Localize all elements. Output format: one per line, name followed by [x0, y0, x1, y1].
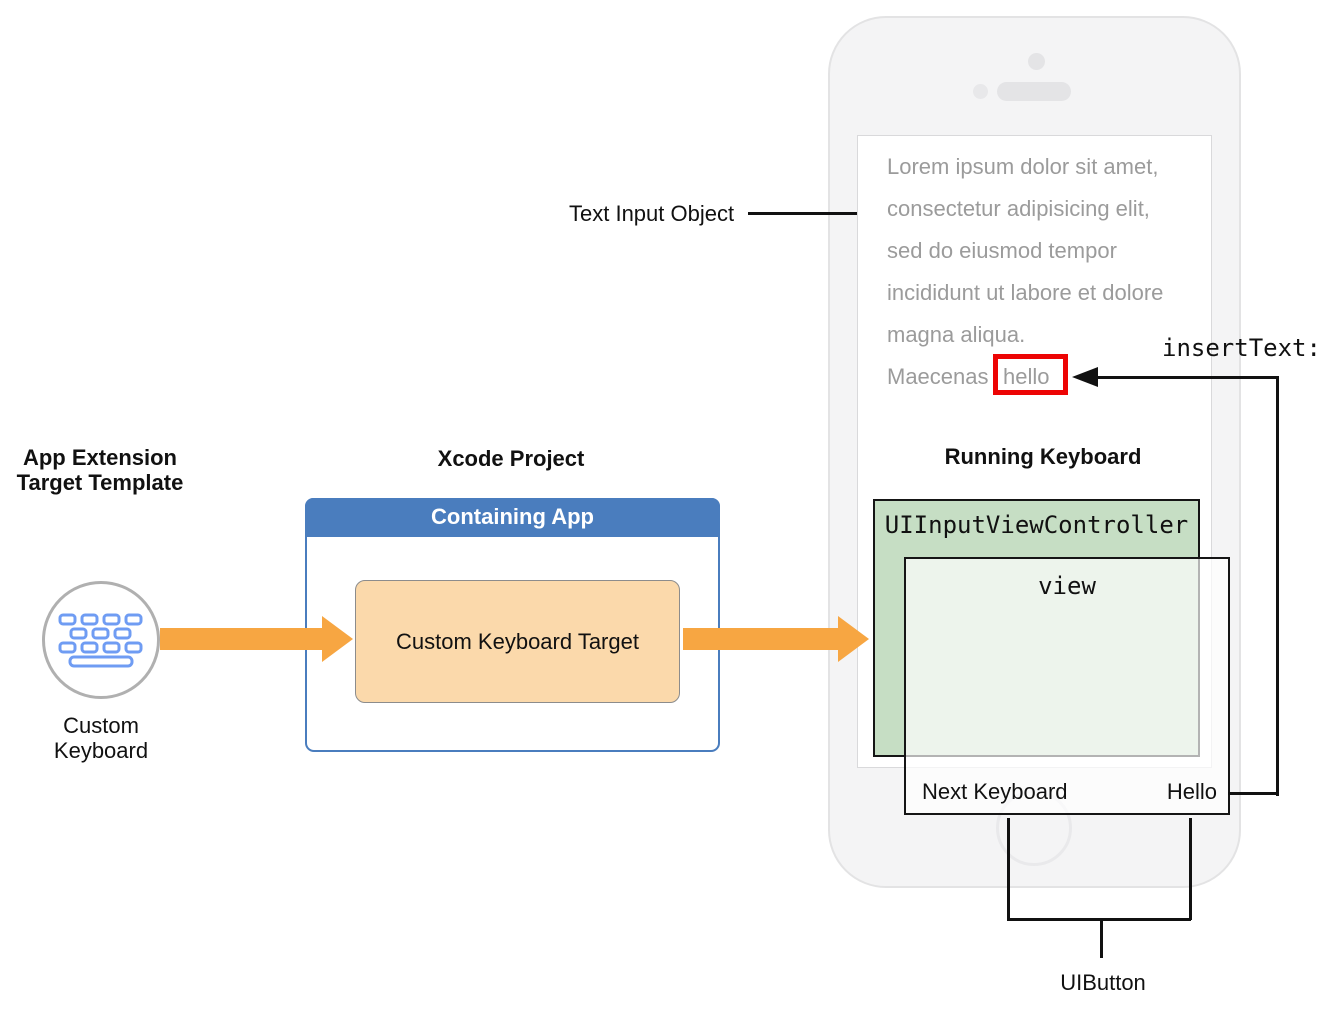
containing-app-label: Containing App	[431, 504, 594, 529]
next-keyboard-button: Next Keyboard	[922, 779, 1068, 804]
custom-keyboard-target-box: Custom Keyboard Target	[355, 580, 680, 703]
lorem-line: sed do eiusmod tempor	[887, 238, 1117, 263]
hello-button: Hello	[1166, 779, 1217, 804]
text-input-object-label: Text Input Object	[569, 201, 735, 226]
uiinputviewcontroller-label: UIInputViewController	[884, 511, 1189, 539]
uibutton-bracket-horizontal-line	[1007, 918, 1191, 921]
inserted-word-highlight-box	[993, 354, 1068, 395]
lorem-line: magna aliqua.	[887, 322, 1026, 347]
hello-connector-line	[1228, 792, 1279, 795]
inserttext-label: insertText:	[1162, 334, 1321, 362]
inserted-word: hello	[1003, 364, 1050, 389]
speaker-icon	[997, 82, 1071, 101]
lorem-last-line-prefix: Maecenas	[887, 364, 989, 389]
camera-icon	[1028, 53, 1045, 70]
custom-keyboard-caption-line2: Keyboard	[53, 738, 149, 763]
flow-arrow-1-shaft	[160, 628, 323, 650]
view-box: view Next Keyboard Hello	[904, 557, 1230, 815]
lorem-line: Lorem ipsum dolor sit amet,	[887, 154, 1159, 179]
flow-arrow-2-head-icon	[838, 616, 869, 662]
inserttext-arrowhead-icon	[1072, 367, 1098, 387]
sensor-dot-icon	[973, 84, 988, 99]
custom-keyboard-caption-line1: Custom	[63, 713, 139, 738]
uibutton-label: UIButton	[1060, 970, 1146, 995]
containing-app-header	[305, 498, 720, 537]
custom-keyboard-circle	[42, 581, 160, 699]
keyboard-icon	[58, 613, 143, 668]
running-keyboard-title: Running Keyboard	[944, 444, 1142, 469]
uibutton-bracket-left-line	[1007, 818, 1010, 920]
custom-keyboard-target-label: Custom Keyboard Target	[396, 628, 639, 654]
text-input-object-callout-line	[748, 212, 857, 215]
lorem-line: consectetur adipisicing elit,	[887, 196, 1150, 221]
inserttext-line-vertical	[1276, 375, 1279, 796]
xcode-project-title: Xcode Project	[437, 446, 585, 471]
flow-arrow-2-shaft	[683, 628, 839, 650]
view-label: view	[1038, 572, 1096, 600]
app-extension-title-line1: App Extension	[22, 445, 177, 470]
lorem-line: incididunt ut labore et dolore	[887, 280, 1164, 305]
flow-arrow-1-head-icon	[322, 616, 353, 662]
uibutton-bracket-right-line	[1189, 818, 1192, 920]
uibutton-bracket-stem-line	[1100, 920, 1103, 958]
app-extension-title-line2: Target Template	[16, 470, 184, 495]
inserttext-line-horizontal	[1097, 375, 1279, 379]
